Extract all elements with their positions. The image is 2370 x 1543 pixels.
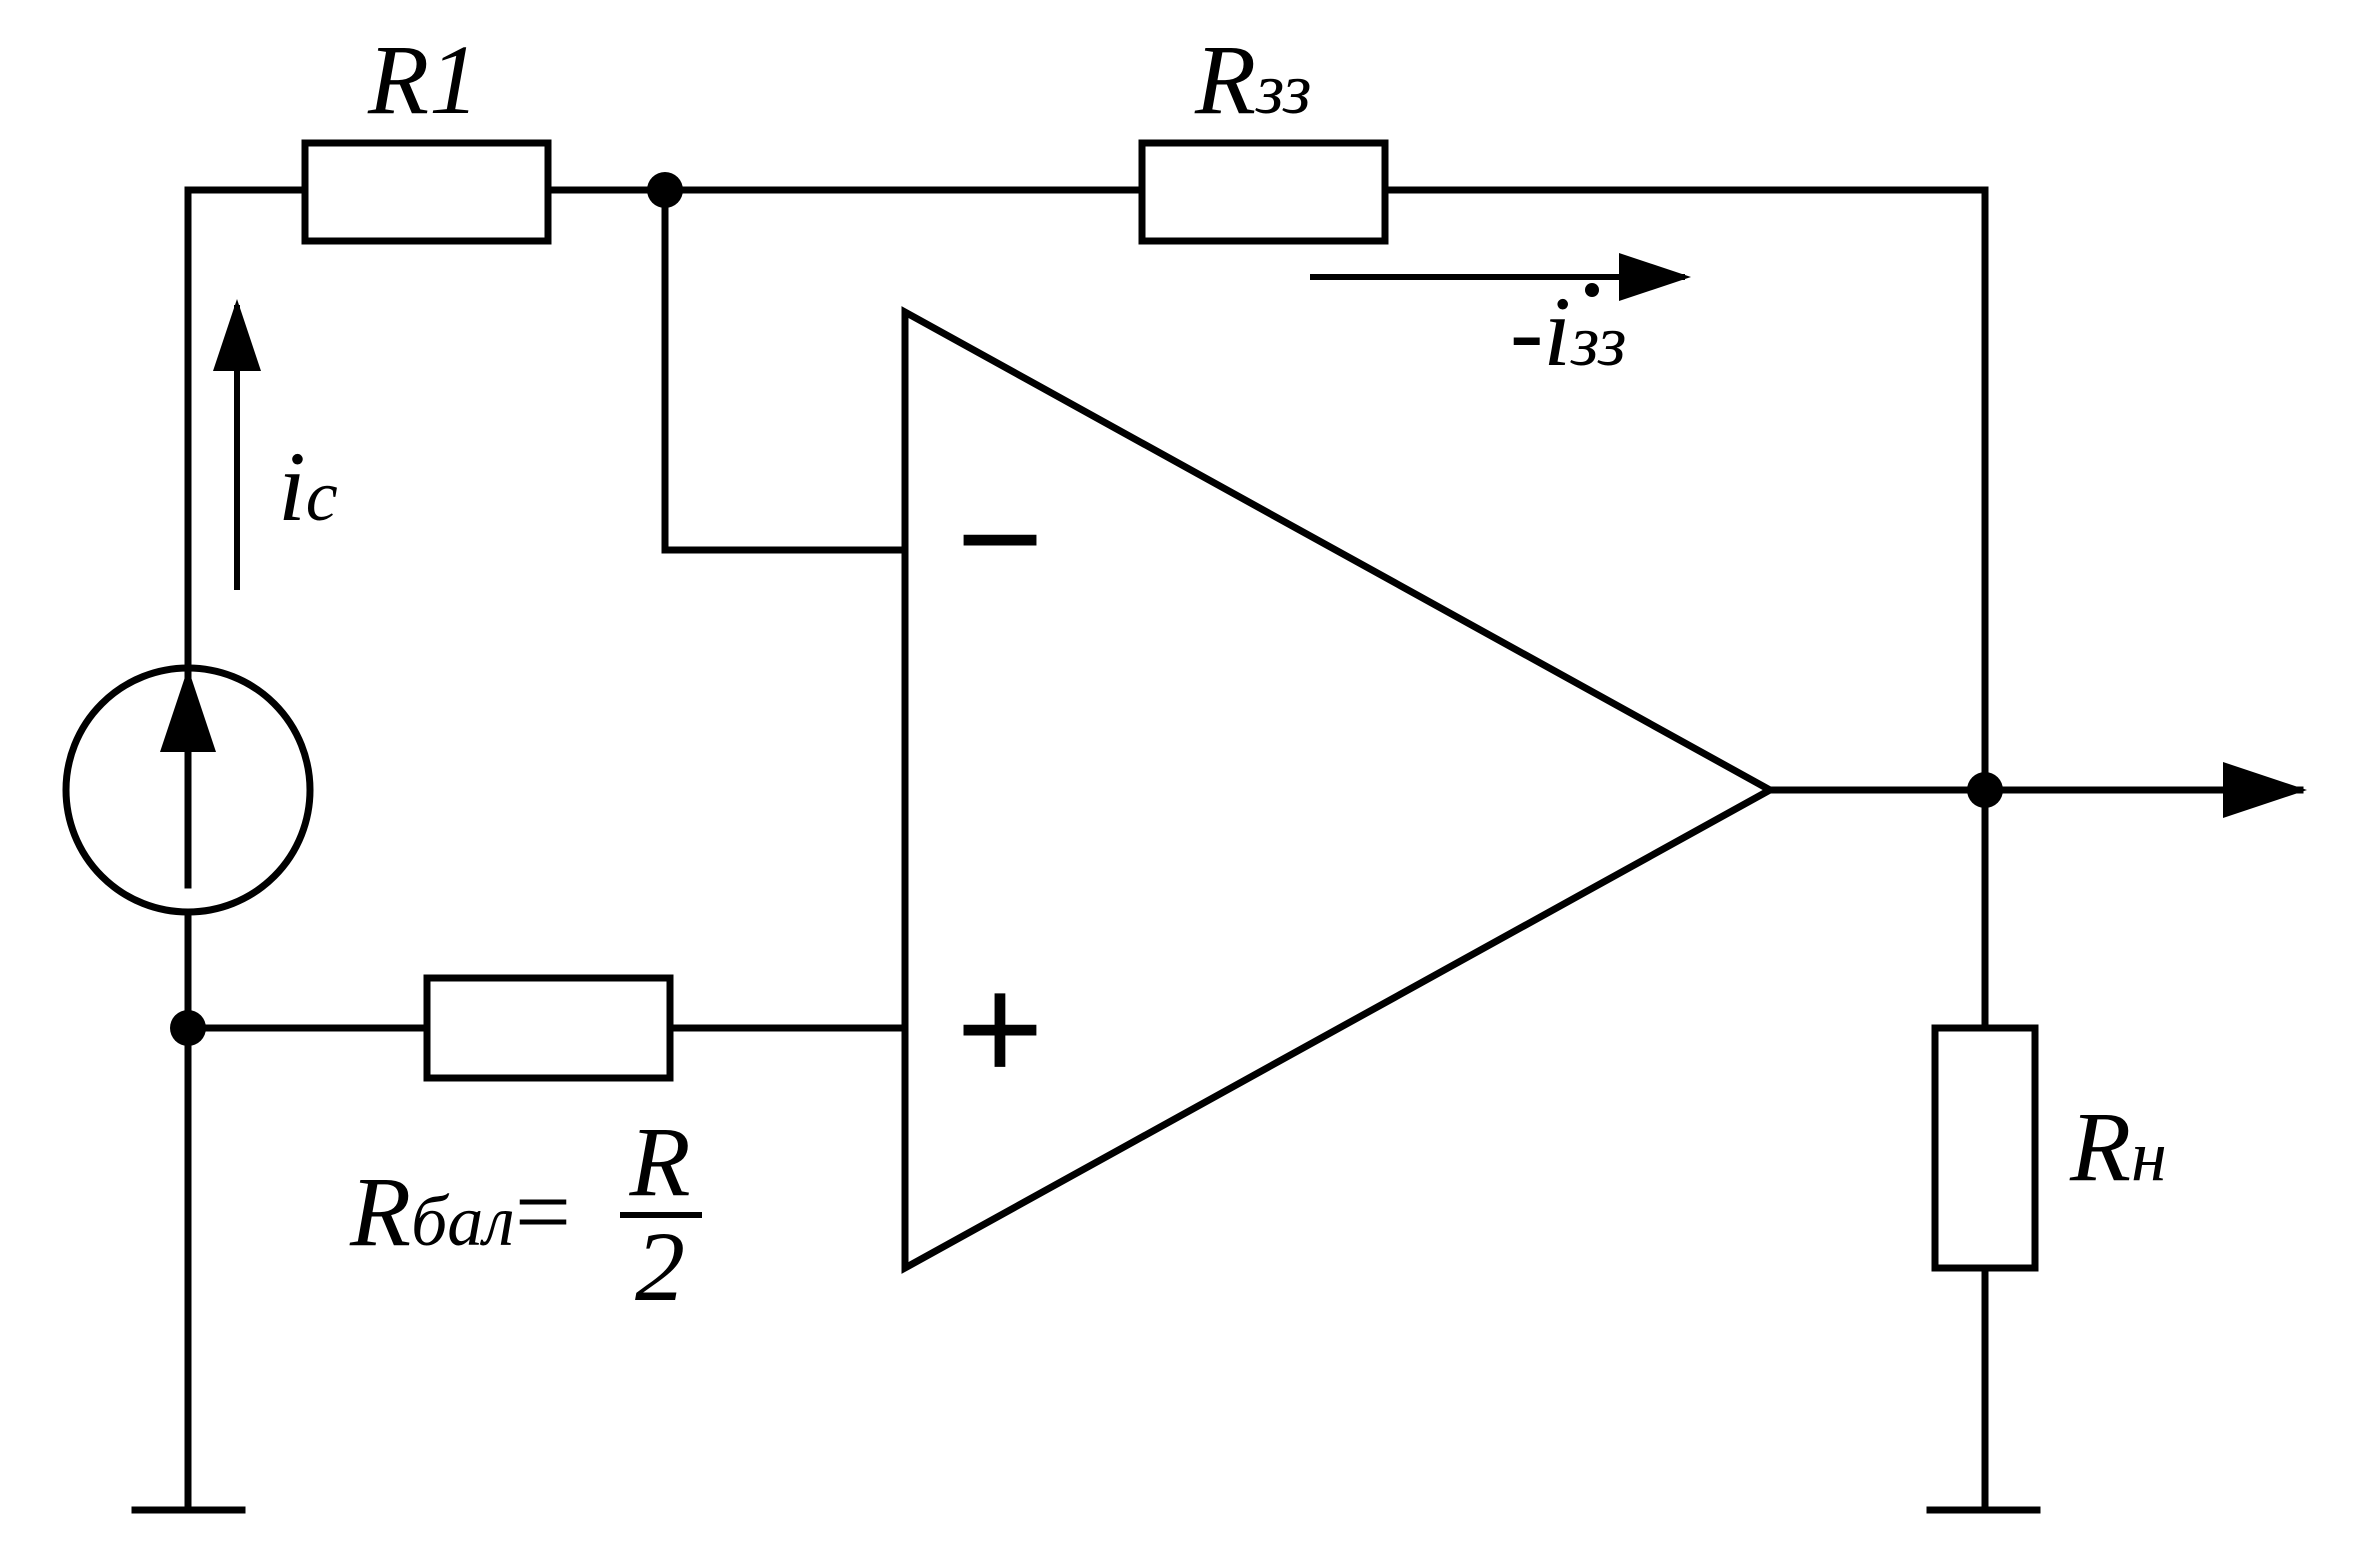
junction-inverting-node [647,172,683,208]
junction-output-node [1967,772,2003,808]
label-ifeedback-sub: зз [1570,301,1626,381]
wire-top-left [184,186,309,672]
opamp-triangle [901,306,1778,1274]
label-rfeedback-sub: зз [1255,49,1311,129]
wires [184,186,2294,1514]
label-rbal-main: R [349,1156,411,1267]
label-r1: R1 [367,24,479,135]
label-rbal-sub: бал [411,1181,515,1261]
resistor-rbal [423,974,674,1082]
label-ic-main: i [278,431,306,542]
label-ifeedback: -iзз [1510,276,1626,387]
noninverting-input-symbol: + [956,944,1044,1112]
inverting-input-symbol: − [956,454,1044,622]
resistor-r1 [301,139,552,245]
label-rload-sub: н [2131,1116,2167,1196]
label-ic-sub: c [306,456,338,536]
label-ic: ic [278,431,338,542]
label-rbal-denominator: 2 [635,1211,685,1322]
label-ifeedback-dot [1585,283,1599,297]
label-rload: Rн [2069,1091,2167,1202]
label-rbal-eq: = [515,1156,571,1267]
label-rfeedback: Rзз [1194,24,1311,135]
label-rfeedback-main: R [1194,24,1256,135]
resistor-rload [1931,1024,2039,1272]
label-rbal: Rбал= [349,1156,571,1267]
label-rbal-numerator: R [628,1106,690,1217]
label-rload-main: R [2069,1091,2131,1202]
wire-inverting-input [661,186,909,554]
label-ifeedback-main: -i [1510,276,1571,387]
resistor-rfeedback [1138,139,1389,245]
junction-source-bottom-node [170,1010,206,1046]
